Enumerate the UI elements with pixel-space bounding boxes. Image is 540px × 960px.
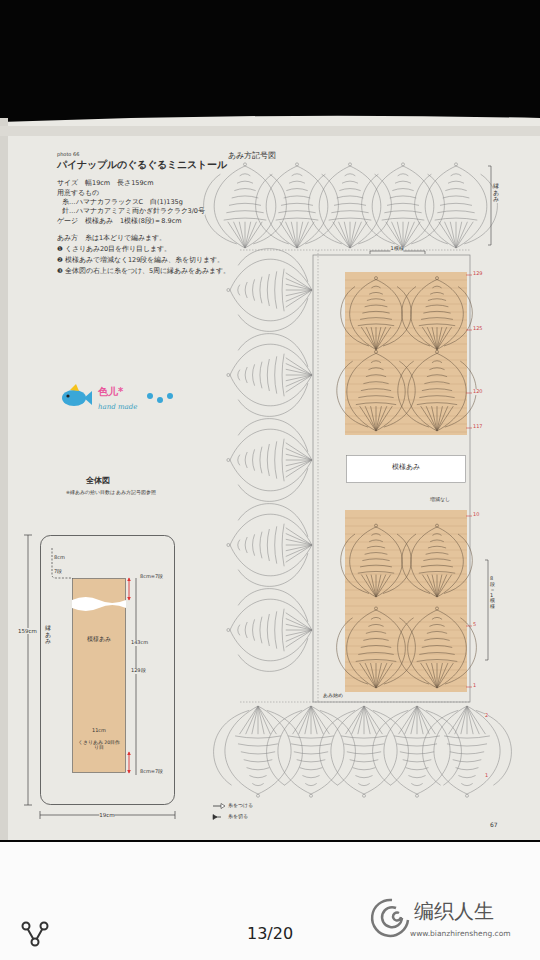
watermark: hand made bbox=[98, 403, 137, 411]
legend-symbol bbox=[212, 814, 226, 820]
chart-title: あみ方記号図 bbox=[228, 152, 276, 161]
step-note: ❶ くさりあみ20目を作り目します。 bbox=[57, 246, 171, 253]
legend-row: 糸を切る bbox=[212, 814, 248, 820]
node-text: くさりあみ 20目作り目 bbox=[76, 740, 122, 751]
stole-outline: 縁あみ模様あみ 11cm くさりあみ 20目作り目 bbox=[40, 535, 175, 805]
watermark: 色儿* bbox=[98, 386, 123, 398]
row-number: 2 bbox=[485, 713, 488, 719]
row-number: 1 bbox=[473, 683, 476, 689]
dimension: 8cm bbox=[54, 555, 65, 561]
size-note: サイズ 幅19cm 長さ159cm bbox=[57, 180, 154, 187]
page-number: 67 bbox=[490, 822, 498, 829]
legend-symbol bbox=[212, 803, 226, 809]
crochet-chart bbox=[204, 163, 512, 797]
step-note: ❷ 模様あみで増減なく129段を編み、糸を切ります。 bbox=[57, 257, 224, 264]
schematic-note: ※縁あみの拾い目数は あみ方記号図参照 bbox=[66, 490, 166, 495]
pattern-panel: 模様あみ 11cm くさりあみ 20目作り目 bbox=[72, 578, 126, 773]
hook-note: 針…ハマナカアミアミ両かぎ針ラクラク3/0号 bbox=[62, 208, 205, 215]
node-text: 11cm bbox=[92, 728, 106, 734]
legend-text: 糸を切る bbox=[228, 814, 248, 820]
row-number: 120 bbox=[473, 389, 483, 395]
row-number: 10 bbox=[473, 512, 479, 518]
schematic-title: 全体図 bbox=[86, 476, 110, 485]
photo-number: photo 66 bbox=[57, 152, 79, 158]
row-number: 129 bbox=[473, 271, 483, 277]
node-text: 模様あみ bbox=[392, 464, 420, 471]
legend-text: 糸をつける bbox=[228, 803, 253, 809]
row-number: 1 bbox=[485, 773, 488, 779]
repeat-label: 8段＝1模様 bbox=[490, 576, 495, 609]
dimension: 7段 bbox=[54, 569, 62, 575]
dimension-lines bbox=[24, 535, 175, 819]
dimension: 8cm=7段 bbox=[140, 769, 163, 775]
pattern-title: パイナップルのぐるぐるミニストール bbox=[57, 160, 227, 171]
dimension: 8cm=7段 bbox=[140, 574, 163, 580]
node-text: 縁あみ bbox=[45, 625, 51, 645]
watermark-url: www.bianzhirensheng.com bbox=[410, 930, 511, 939]
row-number: 125 bbox=[473, 326, 483, 332]
watermark: 编织人生 bbox=[414, 900, 494, 923]
chart-note: 増減なし bbox=[430, 497, 450, 503]
dimension: 143cm bbox=[131, 640, 148, 646]
legend-row: 糸をつける bbox=[212, 803, 253, 809]
pattern-band: 模様あみ bbox=[346, 455, 466, 483]
page-counter: 13/20 bbox=[247, 925, 293, 943]
yarn-note: 糸…ハマナカフラックスC 白(1)135g bbox=[62, 199, 183, 206]
share-icon bbox=[23, 923, 48, 946]
node-text: 模様あみ bbox=[87, 636, 111, 643]
gauge-note: ゲージ 模様あみ 1模様(8段)＝8.9cm bbox=[57, 218, 182, 225]
site-logo bbox=[372, 900, 408, 936]
row-number: 117 bbox=[473, 424, 483, 430]
method-heading: あみ方 糸は1本どりで編みます。 bbox=[57, 235, 166, 242]
row-number: 5 bbox=[473, 622, 476, 628]
dimension: 159cm bbox=[18, 628, 37, 634]
materials-heading: 用意するもの bbox=[57, 190, 99, 197]
dimension: 19cm bbox=[99, 812, 114, 818]
border-label: 縁あみ bbox=[493, 183, 499, 203]
step-note: ❸ 全体図の右上に糸をつけ、5周に縁あみをあみます。 bbox=[57, 268, 230, 275]
start-label: あみ始め bbox=[323, 693, 343, 699]
repeat-label: 1模様 bbox=[390, 246, 403, 252]
dimension: 129段 bbox=[131, 668, 146, 674]
